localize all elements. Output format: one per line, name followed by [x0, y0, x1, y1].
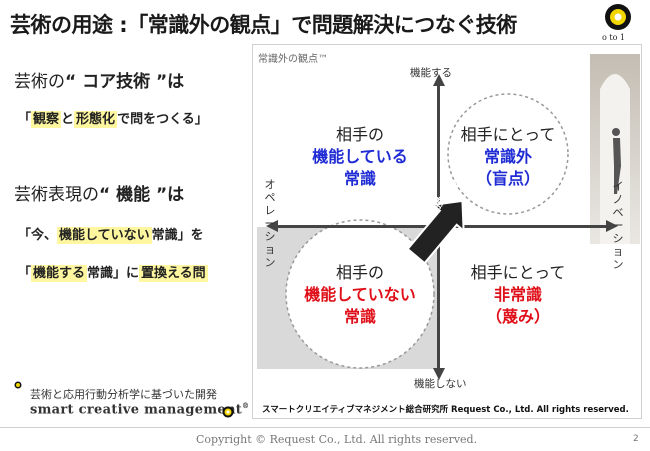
sub2-highlight: 機能していない	[57, 227, 152, 244]
heading-function-bold: “ 機能 ”は	[99, 185, 185, 205]
qbr-line1: 相手にとって	[470, 263, 566, 282]
sub1-highlight-observation: 観察	[31, 111, 62, 128]
qtr-line1: 相手にとって	[460, 125, 556, 144]
axis-label-left: オペレーション	[264, 178, 276, 269]
panel-label: 常識外の観点™	[258, 54, 328, 65]
qtl-line2: 機能している	[312, 147, 408, 166]
bullet-dot-icon	[14, 381, 22, 389]
qtl-line3: 常識	[343, 169, 376, 188]
axis-arrowheads	[266, 74, 618, 380]
sub1-part: と	[61, 112, 75, 127]
diagram-circles	[285, 93, 569, 369]
arrow-down-icon	[433, 368, 445, 380]
qbl-line3: 常識	[343, 307, 376, 326]
brand-name: smart creative management®	[30, 401, 249, 417]
sub3-highlight-replace: 置換える問	[139, 265, 208, 282]
sub-not-functioning: 「今、機能していない常識」を	[18, 224, 204, 244]
heading-core-pre: 芸術の	[14, 72, 65, 92]
quadrant-bottom-right: 相手にとって 非常識 （蔑み）	[453, 262, 583, 328]
quadrant-top-left: 相手の 機能している 常識	[305, 124, 415, 190]
page-copyright: Copyright © Request Co., Ltd. All rights…	[196, 433, 478, 446]
page-number: 2	[633, 434, 639, 444]
brand-dot-icon	[222, 406, 234, 418]
qtr-line3: （盲点）	[475, 169, 540, 188]
qtr-line2: 常識外	[483, 147, 532, 166]
arrow-right-icon	[606, 220, 618, 232]
brand-text: smart creative management	[30, 402, 243, 418]
qbr-line2: 非常識	[493, 285, 542, 304]
sub1-highlight-form: 形態化	[74, 111, 118, 128]
arrow-up-icon	[433, 74, 445, 86]
sub1-part: 「	[18, 112, 32, 127]
quadrant-top-right: 相手にとって 常識外 （盲点）	[453, 124, 563, 190]
axis-label-top: 機能する	[410, 67, 452, 79]
heading-function: 芸術表現の“ 機能 ”は	[14, 180, 184, 205]
sub-functioning: 「機能する常識」に置換える問	[18, 262, 208, 282]
qbl-line2: 機能していない	[304, 285, 416, 304]
sub3-part: 「	[18, 266, 32, 281]
footer-divider	[0, 427, 650, 428]
qtl-line1: 相手の	[335, 125, 384, 144]
qbr-line3: （蔑み）	[485, 307, 550, 326]
quadrant-top-left-bg	[257, 96, 438, 227]
sub3-highlight-functions: 機能する	[31, 265, 88, 282]
sub-observation: 「観察と形態化で問をつくる」	[18, 108, 208, 128]
page-title: 芸術の用途 :「常識外の観点」で問題解決につなぐ技術	[10, 13, 517, 37]
brand-registered-mark: ®	[242, 401, 250, 410]
replace-arrow-icon	[406, 199, 465, 265]
sub1-part: で問をつくる」	[117, 112, 208, 127]
sub3-part: 常識」に	[87, 266, 140, 281]
logo-text: o to 1	[602, 33, 626, 42]
heading-function-pre: 芸術表現の	[14, 185, 99, 205]
sub2-part: 常識」を	[151, 228, 204, 243]
quadrant-bottom-left: 相手の 機能していない 常識	[290, 262, 430, 328]
sub2-part: 「今、	[18, 228, 58, 243]
axis-label-bottom: 機能しない	[414, 378, 467, 390]
circle-top-right	[447, 93, 569, 215]
arrow-left-icon	[266, 220, 278, 232]
heading-core-bold: “ コア技術 ”は	[65, 72, 185, 92]
logo-icon	[605, 4, 631, 30]
door-figure-image	[590, 54, 640, 244]
method-caption: 芸術と応用行動分析学に基づいた開発	[30, 388, 217, 401]
qbl-line1: 相手の	[335, 263, 384, 282]
circle-bottom-left	[285, 219, 435, 369]
heading-core-technique: 芸術の“ コア技術 ”は	[14, 67, 184, 92]
panel-copyright: スマートクリエイティブマネジメント総合研究所 Request Co., Ltd.…	[262, 405, 629, 415]
axis-label-right: イノベーション	[612, 180, 624, 271]
